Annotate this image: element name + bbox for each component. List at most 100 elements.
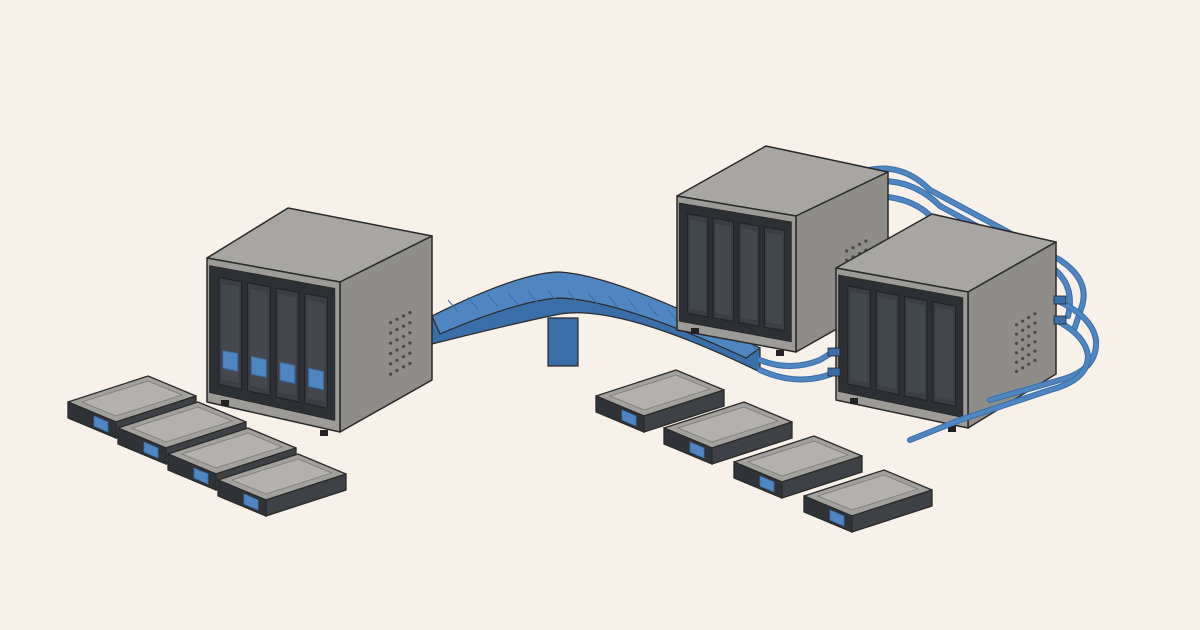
right-drive-group	[595, 369, 933, 533]
drive-side	[711, 421, 793, 465]
backup-nas-2-vent-hole	[1033, 340, 1037, 344]
drive-latch	[621, 409, 637, 427]
drive-label-area	[80, 380, 184, 417]
backup-nas-1-vent-hole	[864, 239, 868, 243]
conveyor-slat	[647, 303, 659, 317]
source-nas-vent-hole	[408, 351, 412, 355]
backup-nas-unit-2	[835, 213, 1057, 432]
conveyor-support	[547, 317, 579, 367]
network-cable	[866, 179, 1072, 318]
network-plug	[827, 347, 841, 357]
backup-nas-2-vent-hole	[1027, 343, 1031, 347]
source-nas-vent-hole	[401, 334, 406, 338]
network-cable	[758, 348, 838, 368]
backup-nas-2-vent-hole	[1027, 353, 1031, 357]
drive-label-area	[746, 440, 850, 477]
backup-nas-1-bay-face	[741, 228, 757, 321]
source-nas-vent-hole	[401, 314, 406, 318]
backup-nas-2-vent-hole	[1033, 349, 1037, 353]
conveyor-slat	[467, 296, 479, 310]
backup-nas-2-foot	[948, 426, 956, 432]
source-nas-vent-hole	[395, 348, 399, 352]
source-nas-vent-hole	[395, 327, 399, 332]
source-nas-bay-latch	[279, 361, 296, 384]
backup-nas-1-foot	[776, 350, 784, 356]
drive-label-area	[180, 432, 284, 469]
source-nas-vent-hole	[408, 310, 412, 315]
backup-nas-2-vent-hole	[1021, 356, 1025, 361]
drive-latch	[243, 493, 259, 511]
network-cable	[908, 318, 1090, 442]
source-nas-bay-latch	[308, 367, 324, 391]
backup-nas-1-bay-face	[690, 219, 706, 312]
backup-nas-2-vent-hole	[1021, 338, 1025, 342]
network-cable	[860, 166, 1086, 332]
network-plug	[827, 367, 841, 377]
source-nas-vent-hole	[408, 331, 412, 335]
backup-nas-2-vent-hole	[1014, 360, 1019, 364]
source-nas-bay-latch	[251, 355, 267, 378]
source-nas-vent-hole	[389, 341, 393, 345]
source-nas-foot	[221, 400, 229, 406]
conveyor-slat	[487, 294, 499, 308]
source-nas-vent-hole	[408, 341, 412, 345]
backup-nas-1-vent-hole	[851, 246, 855, 250]
source-nas-vent-hole	[408, 361, 412, 365]
drive-side	[781, 455, 863, 499]
backup-nas-2-bay-face	[850, 291, 868, 383]
drive-label-area	[676, 406, 780, 443]
drive-side	[265, 473, 347, 517]
conveyor-slat	[627, 298, 639, 312]
network-cables-back	[859, 165, 1087, 333]
backup-nas-2-vent-hole	[1014, 332, 1019, 336]
conveyor-slat	[567, 290, 579, 304]
backup-nas-2-vent-hole	[1014, 369, 1019, 374]
conveyor-slat	[587, 292, 599, 306]
backup-nas-unit-1	[676, 145, 889, 356]
backup-nas-2-vent-hole	[1033, 358, 1037, 362]
backup-nas-1-foot	[691, 328, 699, 334]
source-nas-unit	[206, 207, 433, 436]
network-plug	[1053, 295, 1067, 305]
drive-latch	[193, 467, 209, 485]
drive-label-area	[230, 458, 334, 495]
drive-label-area	[608, 374, 712, 411]
backup-nas-2-vent-hole	[1021, 366, 1025, 370]
backup-nas-1-bay-face	[715, 224, 732, 316]
source-nas-vent-hole	[389, 372, 393, 376]
left-drive-group	[67, 375, 347, 517]
source-nas-vent-hole	[408, 321, 412, 325]
backup-nas-2-bay-face	[907, 302, 925, 395]
backup-nas-2-vent-hole	[1014, 351, 1019, 355]
source-nas-vent-hole	[389, 351, 393, 356]
source-nas-vent-hole	[389, 331, 393, 335]
source-nas-vent-hole	[401, 365, 406, 369]
drive-latch	[143, 441, 159, 459]
backup-nas-2-vent-hole	[1033, 330, 1037, 334]
source-nas-vent-hole	[401, 324, 406, 328]
backup-nas-2-vent-hole	[1014, 323, 1019, 327]
conveyor-slat	[447, 299, 459, 313]
backup-nas-2-vent-hole	[1027, 362, 1031, 366]
drive-latch	[759, 475, 775, 493]
backup-nas-2-vent-hole	[1021, 328, 1025, 332]
drive-latch	[93, 415, 109, 433]
source-nas-vent-hole	[395, 358, 399, 362]
drive-label-area	[130, 406, 234, 443]
backup-nas-2-vent-hole	[1033, 321, 1037, 325]
backup-nas-1-vent-hole	[857, 242, 862, 246]
drive-side	[643, 389, 725, 433]
backup-nas-2-vent-hole	[1021, 319, 1025, 323]
source-nas-vent-hole	[401, 344, 406, 349]
conveyor-slat	[527, 290, 539, 304]
backup-nas-2-vent-hole	[1027, 325, 1031, 329]
source-nas-vent-hole	[389, 362, 393, 366]
backup-nas-2-bay-face	[878, 297, 897, 389]
backup-nas-2-vent-hole	[1021, 347, 1025, 351]
backup-nas-1-bay-face	[766, 232, 783, 326]
source-nas-bay-latch	[222, 349, 239, 372]
backup-nas-2-vent-hole	[1027, 334, 1031, 338]
drive-label-area	[816, 474, 920, 511]
conveyor-slat	[607, 295, 619, 308]
